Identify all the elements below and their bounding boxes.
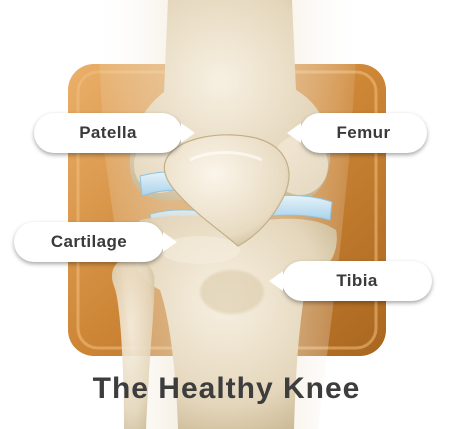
tibia-label-pointer — [269, 271, 283, 291]
patella-label-pointer — [181, 123, 195, 143]
femur-label-pointer — [287, 123, 301, 143]
diagram-title: The Healthy Knee — [0, 372, 453, 406]
patella-label: Patella — [34, 113, 182, 153]
femur-label-text: Femur — [337, 123, 391, 143]
tibia-label-text: Tibia — [336, 271, 377, 291]
tibia-label: Tibia — [282, 261, 432, 301]
femur-label: Femur — [300, 113, 427, 153]
cartilage-label: Cartilage — [14, 222, 164, 262]
patella-label-text: Patella — [79, 123, 137, 143]
cartilage-label-pointer — [163, 232, 177, 252]
cartilage-label-text: Cartilage — [51, 232, 127, 252]
